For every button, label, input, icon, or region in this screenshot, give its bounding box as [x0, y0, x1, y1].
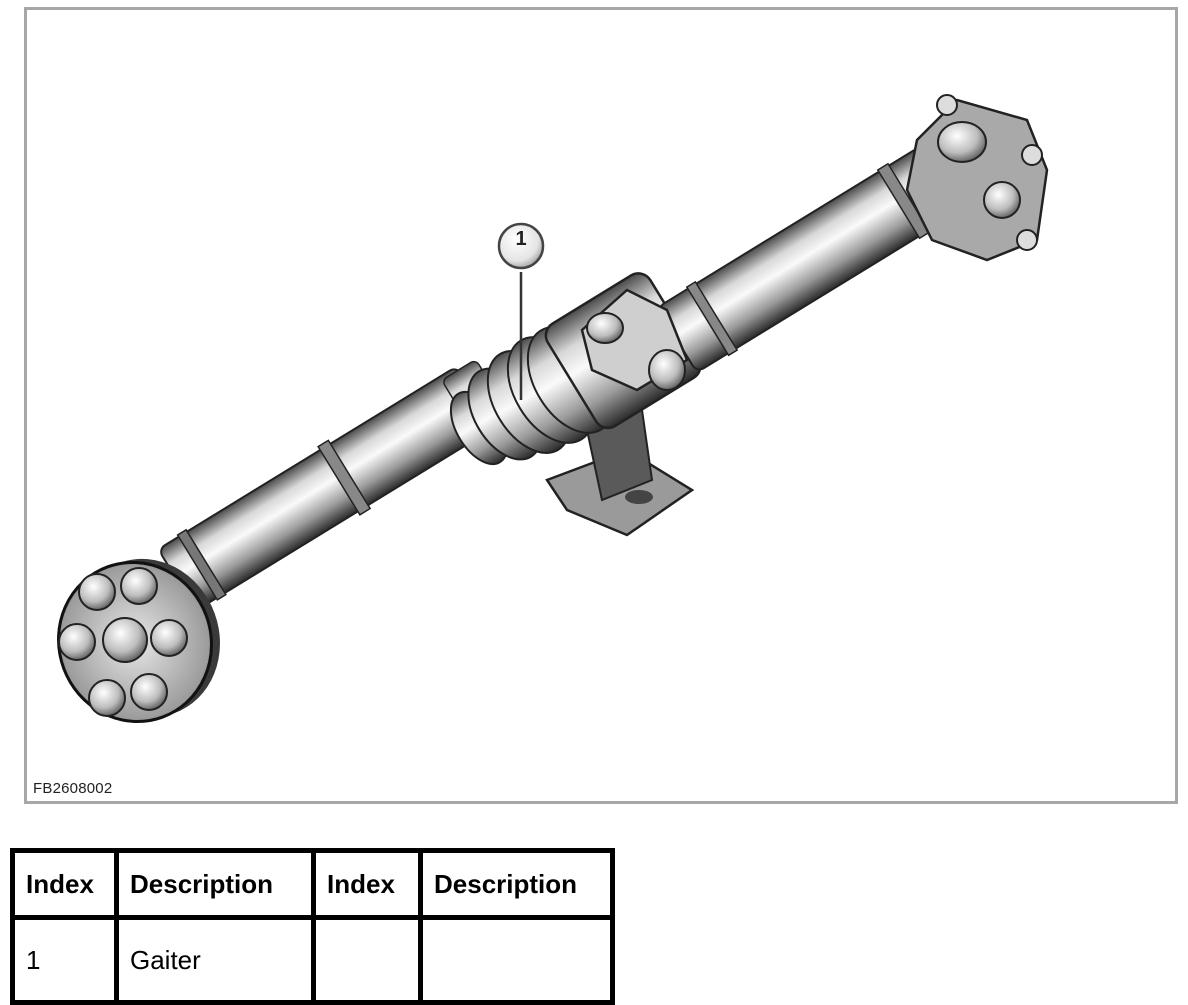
- flex-disc-coupling: [57, 558, 220, 724]
- figure-code: FB2608002: [33, 780, 113, 797]
- figure-frame: 1 FB2608002: [24, 7, 1178, 804]
- index-table: Index Description Index Description 1 Ga…: [10, 848, 615, 1005]
- header-index-2: Index: [311, 848, 423, 920]
- callout-number: 1: [515, 228, 527, 250]
- cell-index: 1: [10, 915, 119, 1005]
- header-description-1: Description: [114, 848, 316, 920]
- table-header-row: Index Description Index Description: [10, 848, 615, 920]
- driveshaft-illustration: [57, 94, 1049, 724]
- callout-badge: [497, 222, 545, 270]
- centre-bearing-bracket: [545, 408, 695, 537]
- centre-universal-joint: [580, 288, 689, 392]
- cell-description: [418, 915, 615, 1005]
- header-description-2: Description: [418, 848, 615, 920]
- table-row: 1 Gaiter: [10, 915, 615, 1005]
- cell-index: [311, 915, 423, 1005]
- front-flange-yoke: [905, 94, 1049, 262]
- rear-shaft-tube: [160, 360, 508, 609]
- cell-description: Gaiter: [114, 915, 316, 1005]
- header-index-1: Index: [10, 848, 119, 920]
